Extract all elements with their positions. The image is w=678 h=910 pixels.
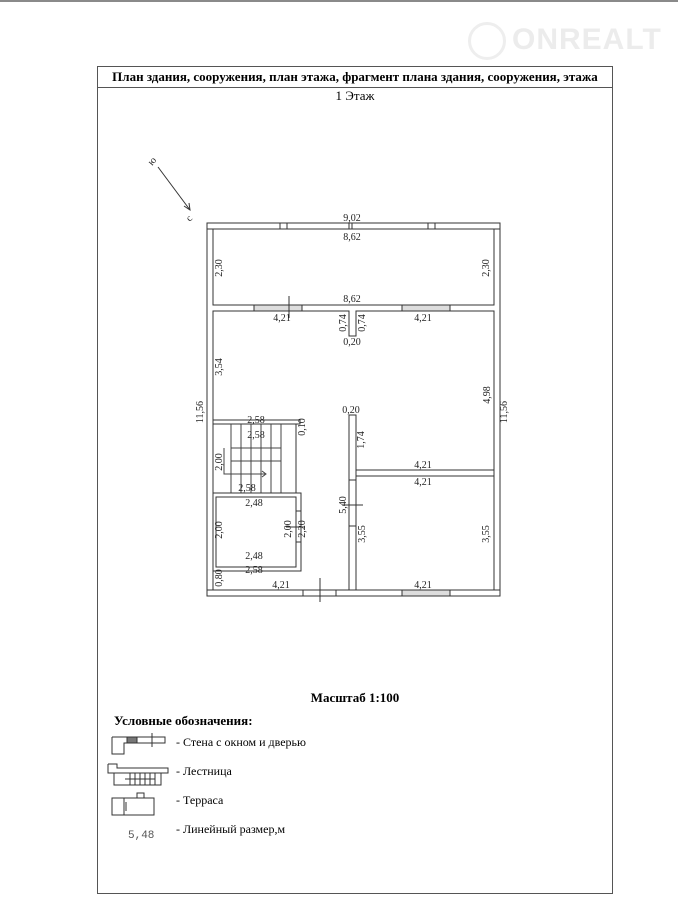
dim-label: 0,20 <box>342 405 360 416</box>
floor-label: 1 Этаж <box>335 88 375 103</box>
dim-label: 2,58 <box>245 565 263 576</box>
legend-item-dimension: - Линейный размер,м <box>176 822 286 836</box>
legend-item-terrace: - Терраса <box>176 793 224 807</box>
dim-label: 1,74 <box>356 431 367 449</box>
dim-label: 0,74 <box>357 314 368 332</box>
dim-label: 8,62 <box>343 232 361 243</box>
dim-label: 2,58 <box>247 430 265 441</box>
compass-arrow-icon <box>157 166 191 212</box>
dim-label: 2,00 <box>283 520 294 538</box>
dim-label: 3,55 <box>357 525 368 543</box>
dim-label: 4,21 <box>414 477 432 488</box>
legend-title: Условные обозначения: <box>114 713 253 728</box>
stairs-legend-icon <box>107 763 169 786</box>
dim-label: 11,56 <box>499 401 510 423</box>
legend-item-wall: - Стена с окном и дверью <box>176 735 306 749</box>
dim-label: 4,21 <box>414 313 432 324</box>
dim-label: 2,00 <box>214 521 225 539</box>
dim-label: 0,80 <box>214 569 225 587</box>
dim-label: 2,48 <box>245 498 263 509</box>
dim-label: 9,02 <box>343 213 361 224</box>
home-icon <box>468 22 506 60</box>
dim-label: 2,20 <box>297 520 308 538</box>
terrace-legend-icon <box>111 792 155 816</box>
dim-label: 3,55 <box>481 525 492 543</box>
dim-label: 2,30 <box>481 259 492 277</box>
dim-label: 2,48 <box>245 551 263 562</box>
document-frame: План здания, сооружения, план этажа, фра… <box>97 66 613 894</box>
dim-label: 0,10 <box>297 418 308 436</box>
legend-sample-dimension: 5,48 <box>128 830 155 842</box>
legend-item-stairs: - Лестница <box>176 764 232 778</box>
page-title: План здания, сооружения, план этажа, фра… <box>98 67 612 88</box>
dim-label: 4,21 <box>414 580 432 591</box>
dim-label: 4,21 <box>414 460 432 471</box>
compass-start: ю <box>146 155 160 168</box>
wall-window-door-legend-icon <box>111 733 166 755</box>
compass-end: с <box>184 213 196 224</box>
dim-label: 4,21 <box>273 313 291 324</box>
dim-label: 11,56 <box>195 401 206 423</box>
dim-label: 0,74 <box>338 314 349 332</box>
dim-label: 3,54 <box>214 358 225 376</box>
dim-label: 2,30 <box>214 259 225 277</box>
dim-label: 5,40 <box>338 496 349 514</box>
dim-label: 0,20 <box>343 337 361 348</box>
watermark: ONREALT <box>468 22 662 60</box>
dim-label: 2,00 <box>214 453 225 471</box>
dim-label: 8,62 <box>343 294 361 305</box>
scale-label: Масштаб 1:100 <box>310 690 400 705</box>
dim-label: 4,98 <box>482 386 493 404</box>
dim-label: 4,21 <box>272 580 290 591</box>
dim-label: 2,58 <box>247 415 265 426</box>
dim-label: 2,58 <box>238 483 256 494</box>
top-border <box>0 0 678 2</box>
